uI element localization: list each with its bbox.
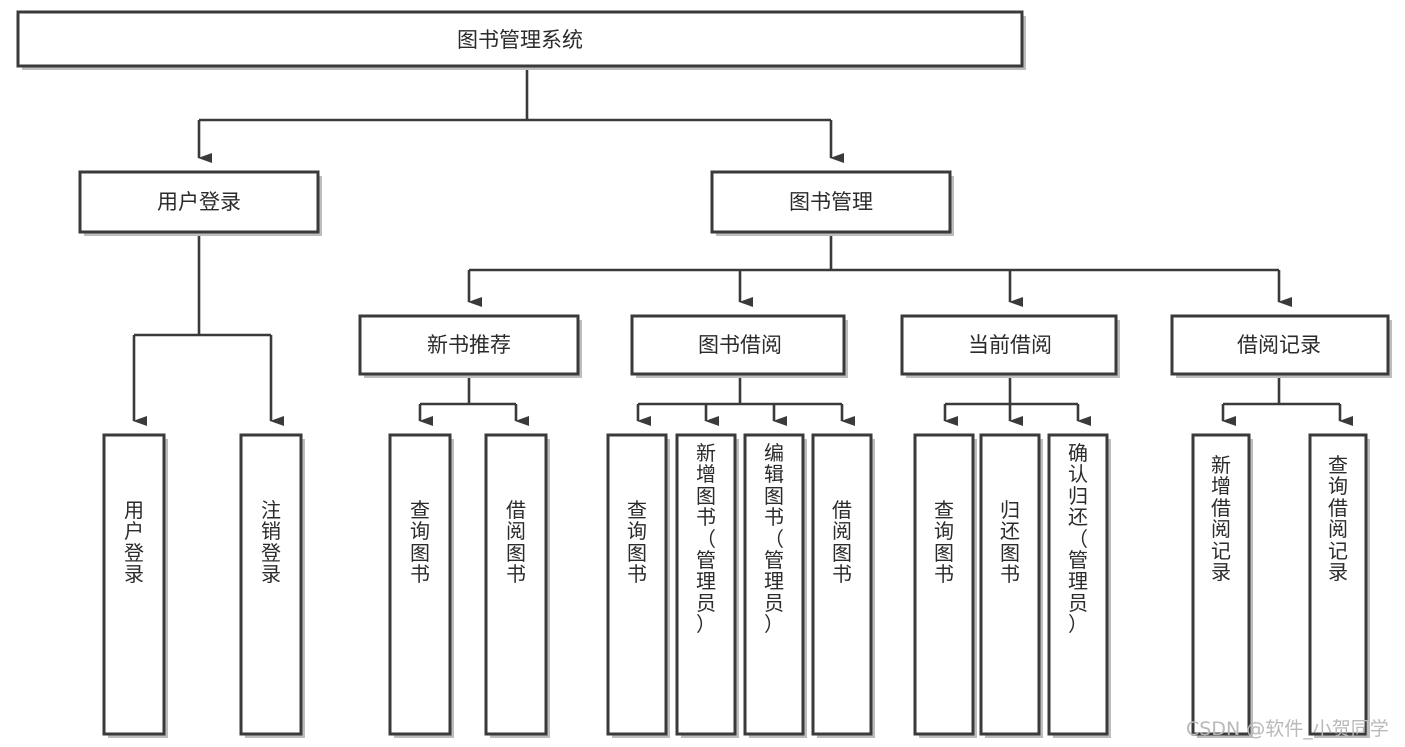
connector-current-borrow-to-leaves bbox=[943, 375, 1091, 426]
node-user-login[interactable] bbox=[78, 170, 322, 236]
node-leaf-borrow-book-1[interactable] bbox=[484, 433, 550, 738]
node-leaf-query-book-2[interactable] bbox=[606, 433, 670, 738]
node-root-label: 图书管理系统 bbox=[457, 28, 583, 52]
node-borrow-record[interactable] bbox=[1170, 314, 1392, 378]
connector-borrow-record-to-leaves bbox=[1221, 375, 1353, 426]
connector-root-to-bus bbox=[197, 68, 844, 163]
node-leaf-query-record[interactable] bbox=[1308, 433, 1370, 738]
node-leaf-logout-login[interactable] bbox=[239, 433, 305, 738]
node-leaf-query-book-1[interactable] bbox=[388, 433, 454, 738]
connector-book-manage-to-modules bbox=[467, 233, 1292, 307]
node-leaf-return-book[interactable] bbox=[979, 433, 1043, 738]
node-book-manage-label: 图书管理 bbox=[789, 190, 873, 214]
node-root[interactable] bbox=[16, 10, 1026, 70]
connector-book-borrow-to-leaves bbox=[636, 375, 855, 426]
node-borrow-record-label: 借阅记录 bbox=[1237, 333, 1321, 357]
connector-new-book-recommend-to-leaves bbox=[418, 375, 529, 426]
node-new-book-recommend-label: 新书推荐 bbox=[427, 333, 511, 357]
node-book-borrow-label: 图书借阅 bbox=[698, 333, 782, 357]
node-leaf-user-login[interactable] bbox=[102, 433, 168, 738]
node-new-book-recommend[interactable] bbox=[358, 314, 582, 378]
csdn-watermark: CSDN @软件_小贺同学 bbox=[1186, 718, 1389, 740]
node-leaf-edit-book[interactable] bbox=[743, 433, 807, 738]
node-leaf-add-book[interactable] bbox=[675, 433, 739, 738]
node-leaf-add-record[interactable] bbox=[1191, 433, 1253, 738]
node-book-borrow[interactable] bbox=[630, 314, 848, 378]
node-leaf-query-book-3[interactable] bbox=[913, 433, 977, 738]
node-book-manage[interactable] bbox=[710, 170, 954, 236]
connector-user-login-to-leaves bbox=[132, 233, 284, 426]
node-current-borrow-label: 当前借阅 bbox=[968, 333, 1052, 357]
node-leaf-borrow-book-2[interactable] bbox=[811, 433, 875, 738]
node-current-borrow[interactable] bbox=[900, 314, 1120, 378]
node-leaf-confirm-return[interactable] bbox=[1047, 433, 1111, 738]
node-user-login-label: 用户登录 bbox=[157, 190, 241, 214]
